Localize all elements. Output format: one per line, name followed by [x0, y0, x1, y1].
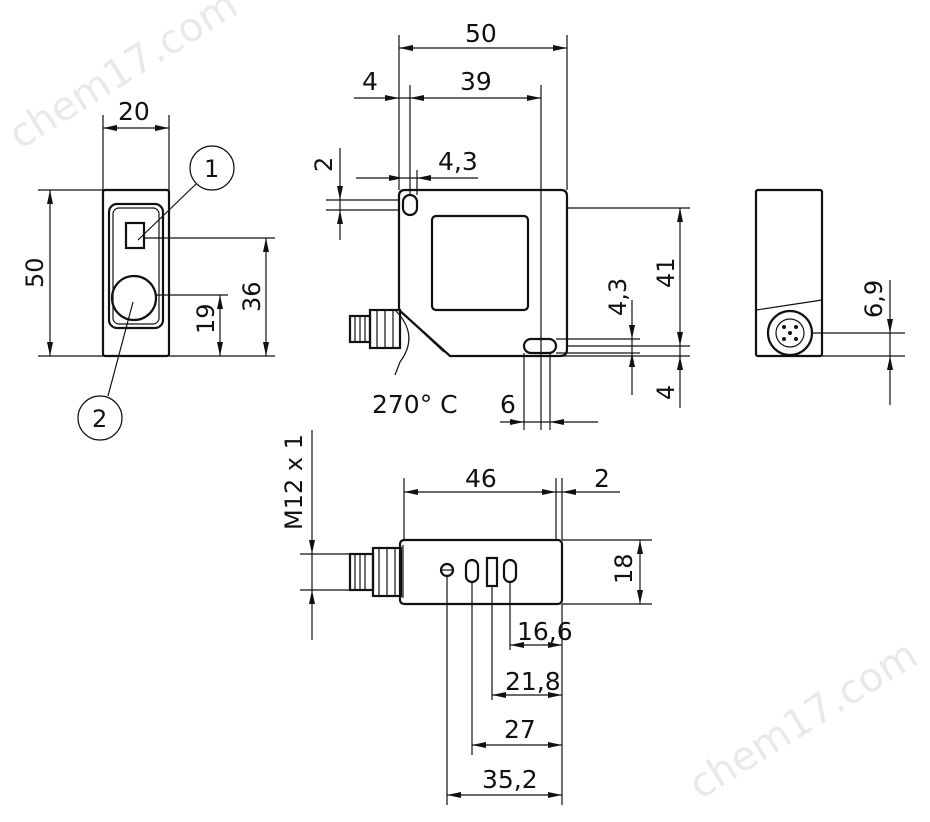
- dim-side-4-3b: 4,3: [604, 278, 632, 316]
- dim-bottom-21-8: 21,8: [505, 667, 561, 696]
- dim-side-4: 4: [362, 67, 378, 96]
- dim-front-height: 50: [21, 257, 49, 288]
- bottom-view: M12 x 1 46 2 18 16,6 21,8 27: [280, 430, 652, 805]
- dim-bottom-16-6: 16,6: [517, 617, 573, 646]
- dim-bottom-18: 18: [610, 553, 638, 584]
- bottom-potentiometer: [485, 556, 499, 588]
- rear-view: 6,9: [754, 188, 905, 405]
- dim-bottom-46: 46: [465, 464, 497, 493]
- front-view: 20 50 36 19 1 2: [21, 97, 275, 441]
- callout-1-circle: [189, 145, 235, 191]
- front-housing: [101, 188, 171, 358]
- dim-rear-6-9: 6,9: [860, 280, 888, 318]
- dim-front-36: 36: [238, 281, 266, 312]
- side-lens-window: [430, 214, 530, 312]
- dim-side-width: 50: [465, 19, 497, 48]
- dim-side-4b: 4: [652, 385, 680, 400]
- dim-side-41: 41: [652, 257, 680, 288]
- callout-1: 1: [204, 155, 219, 183]
- bottom-indicator-3: [502, 558, 518, 584]
- side-mount-hole-top: [401, 193, 419, 217]
- bottom-indicator-2: [464, 558, 480, 584]
- side-view: 270° C 50 4 39 4,3 2: [310, 19, 690, 430]
- connector-rotation-label: 270° C: [372, 390, 458, 419]
- dim-front-19: 19: [192, 303, 220, 334]
- dim-side-4-3: 4,3: [438, 147, 478, 176]
- dim-bottom-35-2: 35,2: [482, 765, 538, 794]
- callout-2-circle: [77, 395, 123, 441]
- dim-side-2: 2: [310, 157, 338, 172]
- bottom-housing: [398, 538, 564, 606]
- watermark-bottom: chem17.com: [681, 632, 926, 809]
- dim-bottom-thread: M12 x 1: [280, 434, 308, 530]
- dim-bottom-2: 2: [594, 464, 610, 493]
- front-emitter: [124, 221, 146, 250]
- dim-side-6: 6: [500, 390, 516, 419]
- side-mount-hole-bottom: [522, 337, 558, 355]
- watermark-top: chem17.com: [1, 0, 246, 158]
- dim-bottom-27: 27: [504, 715, 536, 744]
- front-window: [107, 202, 165, 330]
- front-receiver-lens: [110, 274, 158, 322]
- dim-front-width: 20: [118, 97, 150, 126]
- callout-2: 2: [92, 405, 107, 433]
- dim-side-39: 39: [460, 67, 492, 96]
